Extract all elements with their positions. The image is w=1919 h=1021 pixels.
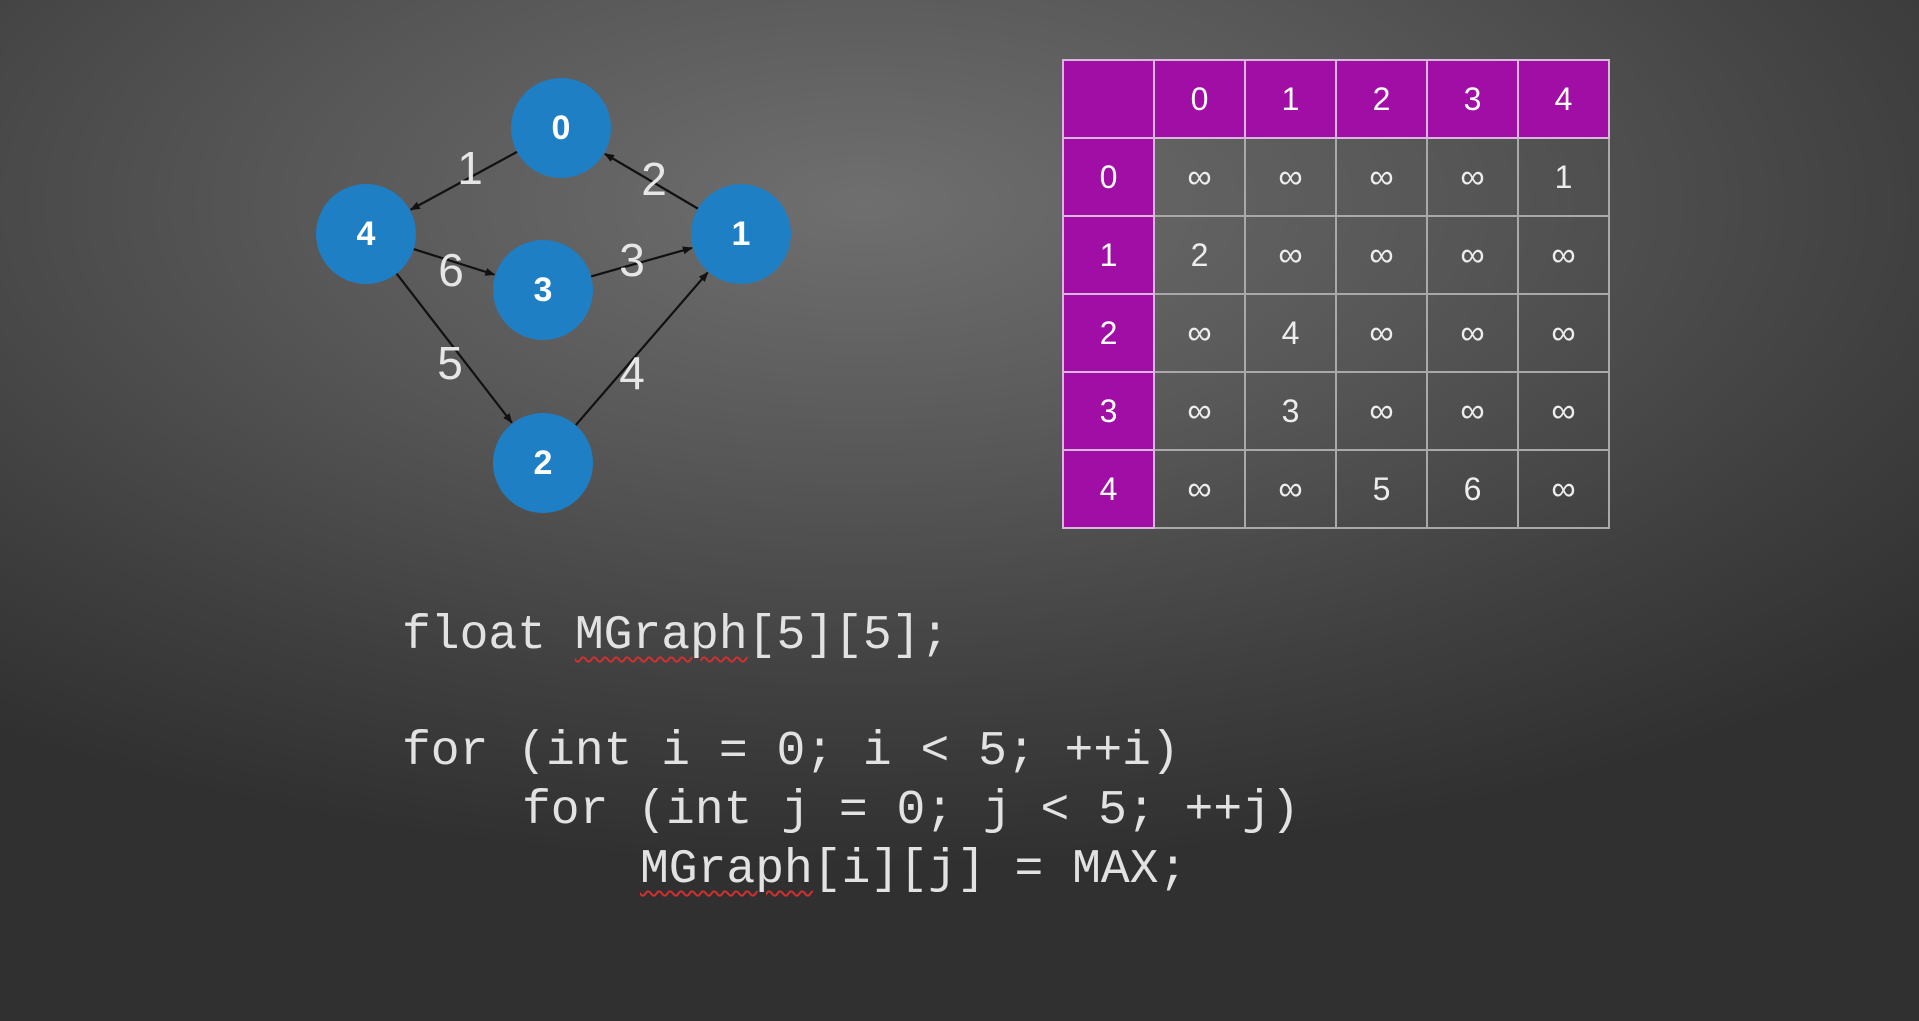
matrix-cell: ∞	[1517, 449, 1610, 529]
code-line-outer-loop: for (int i = 0; i < 5; ++i)	[402, 725, 1180, 779]
node-label: 3	[534, 271, 553, 309]
node-circle	[316, 184, 416, 284]
matrix-cell: 4	[1244, 293, 1337, 373]
edge-3-to-1	[590, 246, 693, 278]
matrix-column-header: 2	[1335, 59, 1428, 139]
matrix-row: 0∞∞∞∞1	[1062, 137, 1610, 217]
matrix-cell: 3	[1244, 371, 1337, 451]
graph-node-3: 3	[493, 240, 593, 340]
matrix-cell: ∞	[1153, 293, 1246, 373]
node-circle	[493, 413, 593, 513]
edge-weight-label: 2	[641, 153, 667, 205]
code-line-inner-loop: for (int j = 0; j < 5; ++j)	[522, 784, 1300, 838]
matrix-row-header: 2	[1062, 293, 1155, 373]
edge-weight-label: 6	[438, 244, 464, 296]
matrix-cell: ∞	[1335, 293, 1428, 373]
matrix-cell: ∞	[1517, 215, 1610, 295]
graph-node-0: 0	[511, 78, 611, 178]
matrix-cell: ∞	[1244, 137, 1337, 217]
matrix-cell: ∞	[1335, 215, 1428, 295]
node-circle	[493, 240, 593, 340]
node-circle	[511, 78, 611, 178]
matrix-cell: ∞	[1426, 371, 1519, 451]
matrix-row: 3∞3∞∞∞	[1062, 371, 1610, 451]
graph-node-2: 2	[493, 413, 593, 513]
matrix-cell: ∞	[1426, 293, 1519, 373]
matrix-corner-cell	[1062, 59, 1155, 139]
edge-2-to-1	[574, 271, 709, 426]
edge-0-to-4	[409, 150, 518, 211]
matrix-cell: ∞	[1335, 137, 1428, 217]
matrix-column-header: 1	[1244, 59, 1337, 139]
edge-weight-label: 4	[619, 347, 645, 399]
weighted-directed-graph: 1 2 3 4 5 6 0 1 2 3 4	[316, 78, 791, 513]
graph-node-1: 1	[691, 184, 791, 284]
code-array-dims: [5][5];	[747, 609, 950, 663]
node-label: 4	[357, 215, 376, 253]
matrix-cell: ∞	[1244, 215, 1337, 295]
code-assignment-rest: [i][j] = MAX;	[812, 843, 1188, 897]
edge-weight-label: 3	[619, 234, 645, 286]
matrix-row-header: 0	[1062, 137, 1155, 217]
edge-4-to-3	[413, 248, 496, 276]
matrix-row: 2∞4∞∞∞	[1062, 293, 1610, 373]
node-label: 1	[732, 215, 751, 253]
edge-weight-label: 1	[457, 142, 483, 194]
matrix-row-header: 4	[1062, 449, 1155, 529]
code-line-1: float MGraph[5][5];	[402, 612, 949, 660]
edge-1-to-0	[604, 152, 699, 210]
edge-weight-label: 5	[437, 337, 463, 389]
matrix-cell: ∞	[1517, 371, 1610, 451]
matrix-row-header: 3	[1062, 371, 1155, 451]
matrix-row-header: 1	[1062, 215, 1155, 295]
node-label: 2	[534, 444, 553, 482]
matrix-cell: ∞	[1426, 215, 1519, 295]
code-identifier-mgraph-2: MGraph	[640, 843, 813, 897]
matrix-cell: 1	[1517, 137, 1610, 217]
node-circle	[691, 184, 791, 284]
matrix-column-header: 4	[1517, 59, 1610, 139]
edge-4-to-2	[395, 272, 513, 424]
matrix-cell: ∞	[1153, 371, 1246, 451]
code-line-assignment: MGraph[i][j] = MAX;	[640, 846, 1187, 894]
matrix-cell: 2	[1153, 215, 1246, 295]
matrix-column-header: 3	[1426, 59, 1519, 139]
code-keyword-float: float	[402, 609, 575, 663]
matrix-column-header: 0	[1153, 59, 1246, 139]
code-identifier-mgraph: MGraph	[574, 609, 748, 663]
matrix-cell: ∞	[1335, 371, 1428, 451]
matrix-cell: ∞	[1517, 293, 1610, 373]
matrix-cell: 5	[1335, 449, 1428, 529]
matrix-cell: ∞	[1244, 449, 1337, 529]
matrix-cell: 6	[1426, 449, 1519, 529]
matrix-cell: ∞	[1426, 137, 1519, 217]
matrix-cell: ∞	[1153, 449, 1246, 529]
matrix-cell: ∞	[1153, 137, 1246, 217]
graph-node-4: 4	[316, 184, 416, 284]
node-label: 0	[552, 109, 571, 147]
